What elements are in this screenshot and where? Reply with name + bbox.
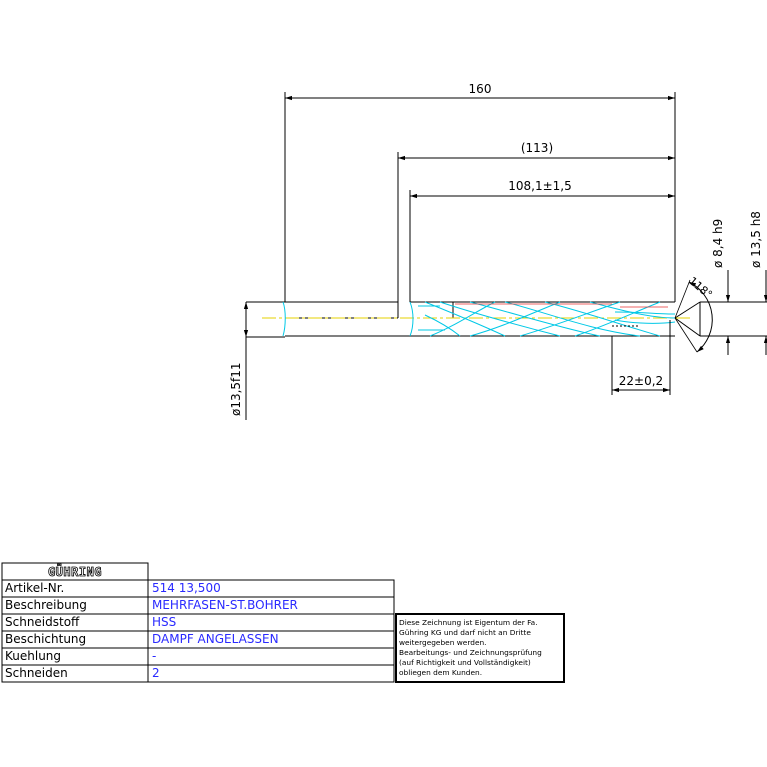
dim-flute-length: 108,1±1,5 bbox=[409, 179, 675, 302]
dim-step-diameter: ø 13,5 h8 bbox=[700, 211, 767, 355]
dim-tip-length-label: 22±0,2 bbox=[619, 374, 663, 388]
note-line: (auf Richtigkeit und Vollständigkeit) bbox=[399, 658, 531, 667]
row-value-cooling: - bbox=[152, 649, 156, 663]
row-label-cooling: Kuehlung bbox=[5, 649, 61, 663]
drill-flutes bbox=[282, 301, 676, 337]
row-label-coating: Beschichtung bbox=[5, 632, 86, 646]
title-block bbox=[1, 562, 565, 683]
note-line: obliegen dem Kunden. bbox=[399, 668, 482, 677]
dim-flute-ref-label: (113) bbox=[521, 141, 553, 155]
dim-overall-length-label: 160 bbox=[469, 82, 492, 96]
dim-step-diameter-label: ø 13,5 h8 bbox=[749, 211, 763, 268]
note-line: weitergegeben werden. bbox=[399, 638, 487, 647]
row-value-coating: DAMPF ANGELASSEN bbox=[152, 632, 279, 646]
dim-shank-diameter: ø13,5f11 bbox=[229, 302, 249, 420]
guehring-logo: GÜHRING bbox=[48, 564, 102, 579]
row-label-description: Beschreibung bbox=[5, 598, 87, 612]
note-line: Diese Zeichnung ist Eigentum der Fa. bbox=[399, 618, 538, 627]
dim-shank-diameter-label: ø13,5f11 bbox=[229, 362, 243, 416]
row-value-article: 514 13,500 bbox=[152, 581, 221, 595]
note-line: Gühring KG und darf nicht an Dritte bbox=[399, 628, 531, 637]
row-label-material: Schneidstoff bbox=[5, 615, 80, 629]
dim-flute-length-label: 108,1±1,5 bbox=[508, 179, 572, 193]
dim-point-angle: 118° bbox=[674, 274, 715, 353]
ownership-note: Diese Zeichnung ist Eigentum der Fa. Güh… bbox=[399, 618, 542, 677]
dim-overall-length: 160 bbox=[284, 82, 676, 302]
row-value-cutting-edges: 2 bbox=[152, 666, 160, 680]
dim-tip-length: 22±0,2 bbox=[612, 320, 671, 395]
row-value-description: MEHRFASEN-ST.BOHRER bbox=[152, 598, 298, 612]
note-line: Bearbeitungs- und Zeichnungsprüfung bbox=[399, 648, 542, 657]
row-label-cutting-edges: Schneiden bbox=[5, 666, 68, 680]
dim-tip-diameter-label: ø 8,4 h9 bbox=[711, 219, 725, 268]
dim-point-angle-label: 118° bbox=[686, 274, 715, 301]
dim-flute-ref: (113) bbox=[397, 141, 675, 302]
flute-accent-red bbox=[455, 303, 668, 308]
row-label-article: Artikel-Nr. bbox=[5, 581, 64, 595]
row-value-material: HSS bbox=[152, 615, 176, 629]
